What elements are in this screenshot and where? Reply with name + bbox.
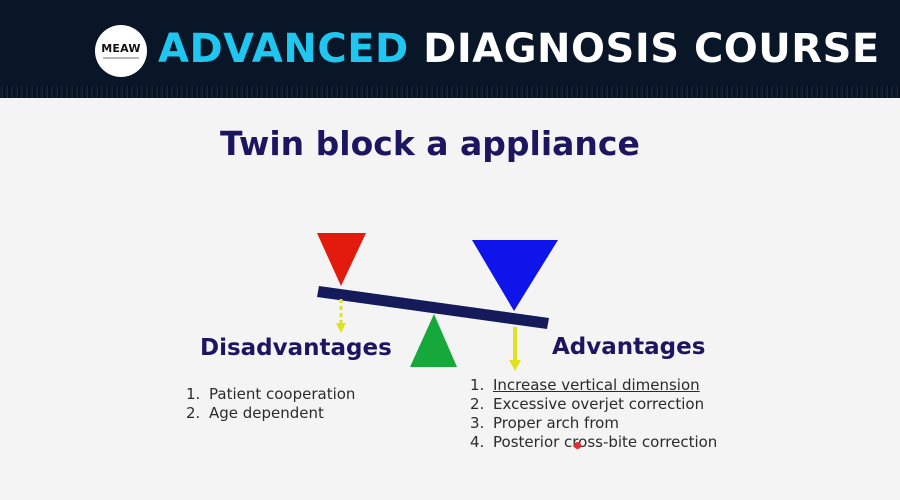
list-item: 3. Proper arch from [470,414,717,433]
disadvantages-heading: Disadvantages [200,335,392,361]
item-text: Posterior cross-bite correction [493,433,718,451]
advantages-heading: Advantages [552,334,706,360]
course-title-accent: ADVANCED [158,26,409,72]
list-item: 2. Excessive overjet correction [470,395,717,414]
course-title: ADVANCED DIAGNOSIS COURSE [158,21,880,77]
list-item: 4. Posterior cross-bite correction [470,433,717,452]
fulcrum [410,314,457,367]
item-text: Excessive overjet correction [493,395,705,413]
laser-pointer-dot [574,442,581,449]
item-number: 1. [186,385,201,403]
item-number: 2. [186,404,201,422]
list-item: 2. Age dependent [186,404,355,423]
advantages-list: 1. Increase vertical dimension 2. Excessiv… [470,376,717,452]
item-text: Proper arch from [493,414,619,432]
banner-edge [0,86,900,98]
item-text: Patient cooperation [209,385,356,403]
item-text: Age dependent [209,404,324,422]
item-text: Increase vertical dimension [493,376,700,394]
list-item: 1. Increase vertical dimension [470,376,717,395]
logo-text: MEAW [101,42,141,55]
disadvantage-arrow-head [336,323,346,333]
item-number: 2. [470,395,485,413]
item-number: 4. [470,433,485,451]
item-number: 1. [470,376,485,394]
item-number: 3. [470,414,485,432]
slide-title: Twin block a appliance [220,124,640,163]
disadvantage-weight [317,233,366,286]
disadvantages-list: 1. Patient cooperation 2. Age dependent [186,385,355,423]
course-title-rest: DIAGNOSIS COURSE [423,26,880,72]
advantage-weight [472,240,558,311]
list-item: 1. Patient cooperation [186,385,355,404]
meaw-logo: MEAW [95,25,147,77]
logo-underline [103,57,139,59]
course-banner: MEAW ADVANCED DIAGNOSIS COURSE [0,0,900,98]
advantage-arrow-head [509,360,521,371]
balance-beam [317,286,549,329]
